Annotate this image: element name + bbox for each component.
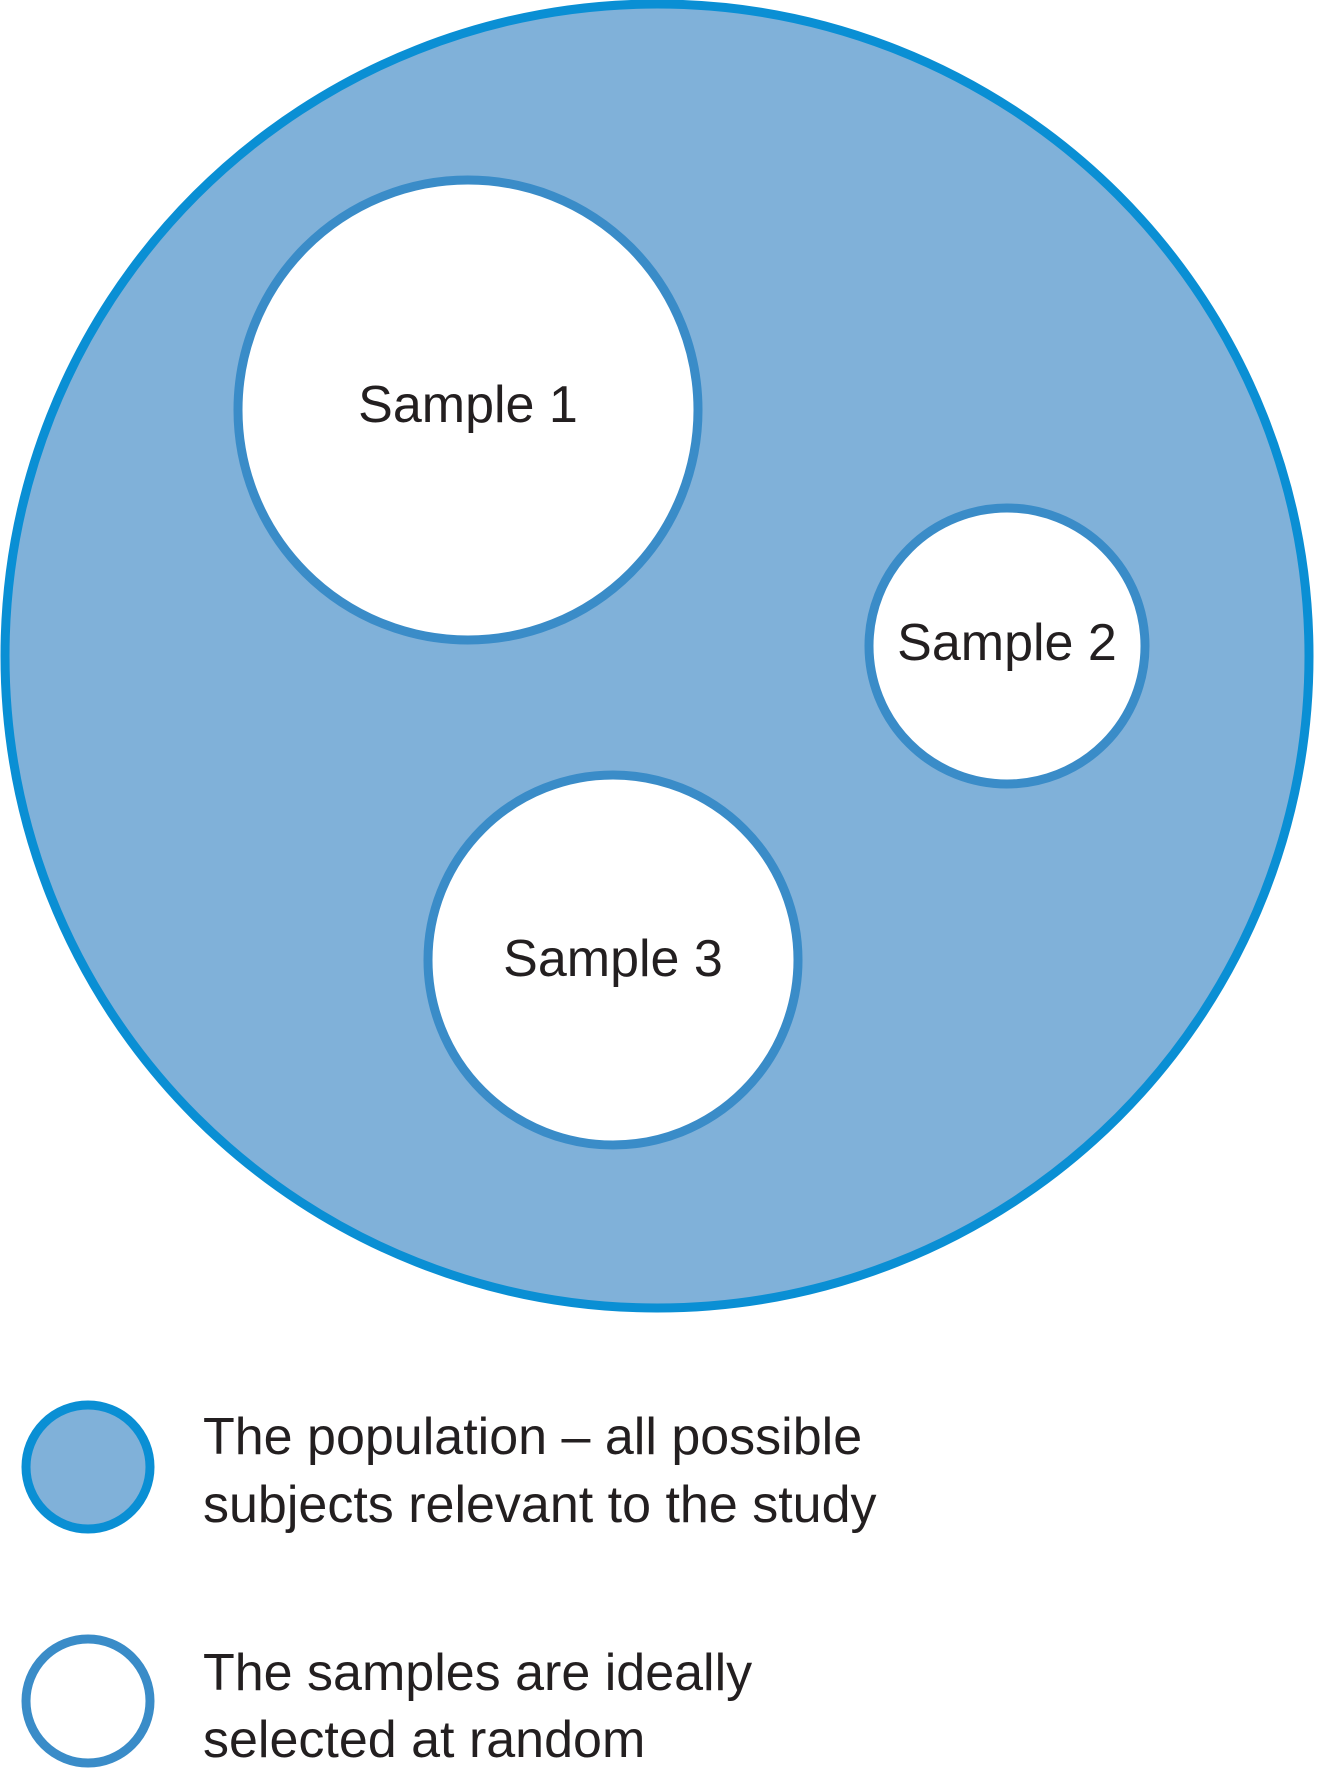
legend-population: The population – all possible subjects r… — [21, 1400, 877, 1534]
sample-1-circle — [233, 175, 703, 645]
legend-samples-line-1: The samples are ideally — [203, 1644, 752, 1702]
sample-3-label: Sample 3 — [503, 930, 723, 988]
sample-3: Sample 3 — [423, 770, 803, 1150]
legend-population-swatch — [21, 1400, 155, 1534]
legend-samples: The samples are ideally selected at rand… — [21, 1634, 752, 1768]
sample-2-label: Sample 2 — [897, 614, 1117, 672]
legend-population-line-2: subjects relevant to the study — [203, 1476, 877, 1534]
legend-population-line-1: The population – all possible — [203, 1408, 862, 1466]
sample-1-label: Sample 1 — [358, 376, 578, 434]
sample-3-circle — [423, 770, 803, 1150]
legend-samples-line-2: selected at random — [203, 1711, 645, 1768]
sample-1: Sample 1 — [233, 175, 703, 645]
sample-2: Sample 2 — [864, 503, 1150, 789]
sample-2-circle — [864, 503, 1150, 789]
legend-samples-swatch — [21, 1634, 155, 1768]
